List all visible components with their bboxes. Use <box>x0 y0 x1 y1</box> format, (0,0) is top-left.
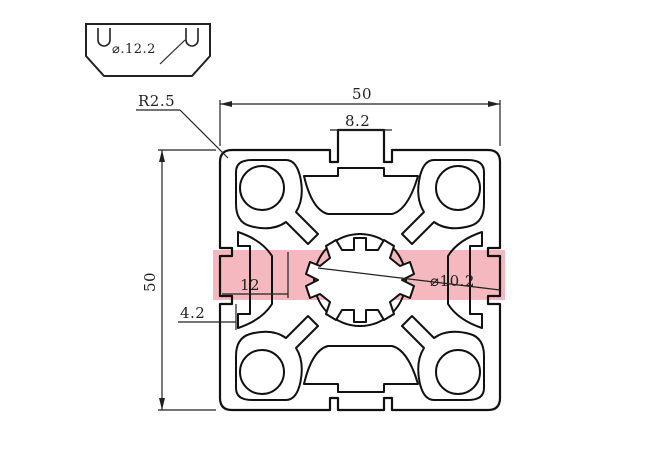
t-nut-detail: ⌀.12.2 <box>85 23 211 77</box>
corner-pocket-bottom-right <box>401 315 485 401</box>
dimension-height: 50 <box>141 149 216 411</box>
slot-lip-label: 4.2 <box>180 304 205 322</box>
slot-depth-label: 12 <box>240 276 260 294</box>
height-label: 50 <box>141 272 159 292</box>
center-hole <box>305 233 415 327</box>
slot-cavities <box>237 167 483 393</box>
width-label: 50 <box>352 85 372 103</box>
dimension-center-hole: ⌀10.2 <box>317 267 501 291</box>
dimension-slot-depth: 12 <box>222 252 289 298</box>
center-hole-label: ⌀10.2 <box>430 272 475 290</box>
nut-detail-label: ⌀.12.2 <box>112 42 156 57</box>
corner-pocket-bottom-left <box>235 315 319 401</box>
dimension-slot-lip: 4.2 <box>178 304 237 330</box>
corner-pocket-top-left <box>235 159 319 245</box>
dimension-fillet: R2.5 <box>136 92 229 159</box>
profile-outline <box>218 128 502 412</box>
corner-pocket-top-right <box>401 159 485 245</box>
dimension-slot-opening: 8.2 <box>330 112 392 131</box>
slot-opening-label: 8.2 <box>345 112 370 130</box>
dimension-width: 50 <box>219 85 501 146</box>
fillet-label: R2.5 <box>138 92 175 110</box>
